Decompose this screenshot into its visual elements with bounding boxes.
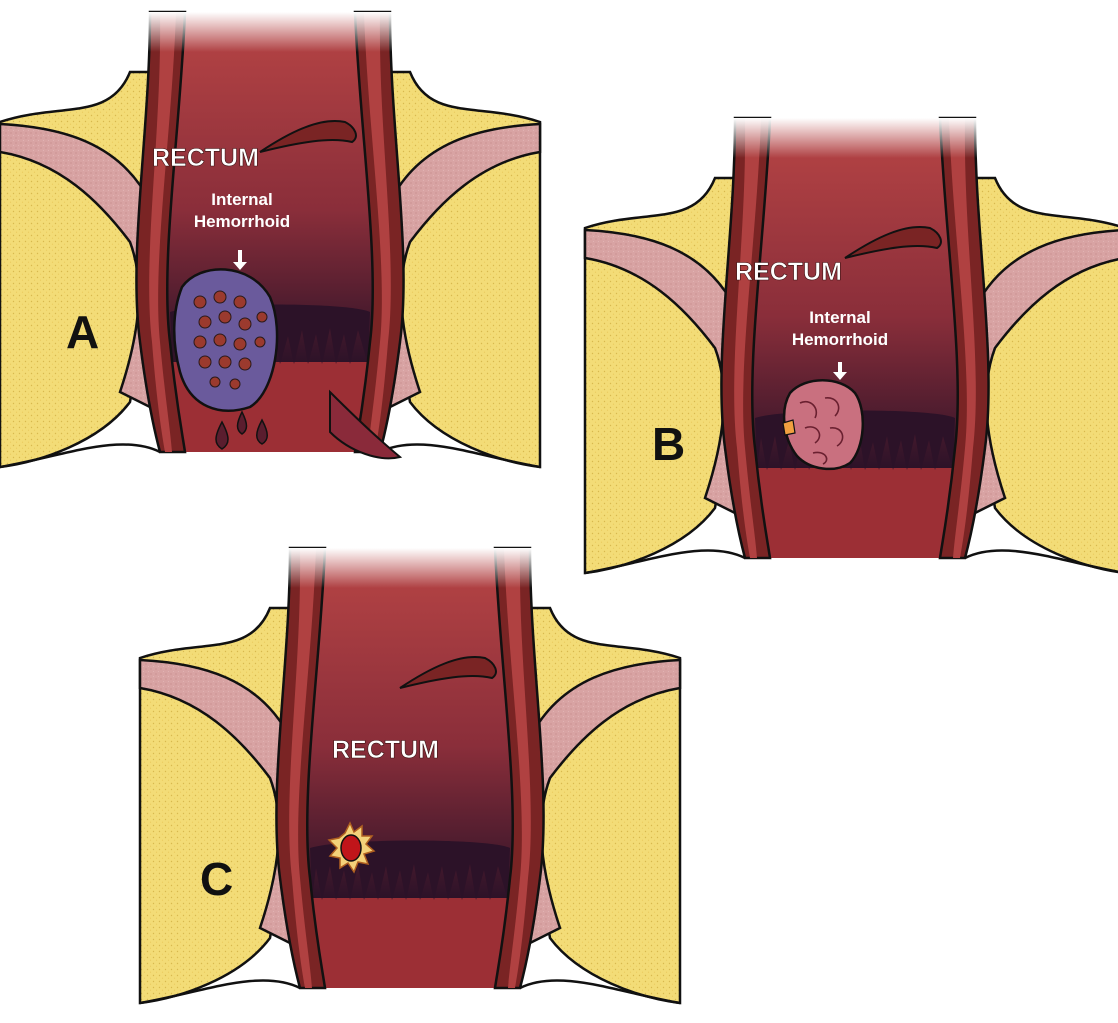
panel-c: RECTUM (140, 548, 680, 1003)
panel-b-rectum-label: RECTUM (735, 258, 842, 286)
panel-a-callout-line1: Internal (211, 190, 272, 209)
panel-c-anatomy (140, 548, 680, 1003)
panel-b-callout-line1: Internal (809, 308, 870, 327)
panel-b-callout-line2: Hemorrhoid (792, 330, 888, 349)
panel-c-letter: C (200, 853, 233, 905)
panel-a-anatomy (0, 12, 540, 467)
panel-b: RECTUM Internal Hemorrhoid (585, 118, 1118, 573)
panel-a-callout-line2: Hemorrhoid (194, 212, 290, 231)
panel-a: RECTUM Internal Hemorrhoid (0, 12, 540, 467)
panel-a-rectum-label: RECTUM (152, 144, 259, 172)
panel-b-letter: B (652, 418, 685, 470)
panel-a-letter: A (66, 306, 99, 358)
panel-c-rectum-label: RECTUM (332, 736, 439, 764)
